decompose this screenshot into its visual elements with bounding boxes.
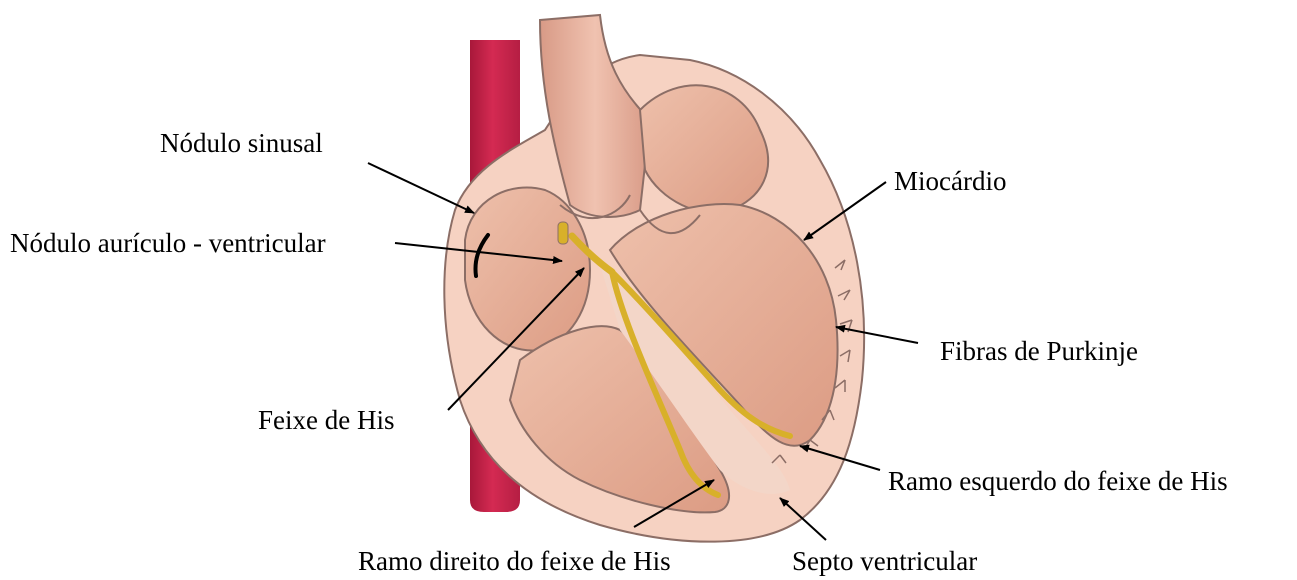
label-purkinje-fibers: Fibras de Purkinje bbox=[940, 338, 1138, 365]
label-myocardium: Miocárdio bbox=[894, 168, 1006, 195]
arrow-sinus-node bbox=[368, 163, 474, 213]
av-node bbox=[558, 222, 568, 244]
label-left-bundle-branch: Ramo esquerdo do feixe de His bbox=[888, 468, 1228, 495]
label-sinus-node: Nódulo sinusal bbox=[160, 130, 323, 157]
label-av-node: Nódulo aurículo - ventricular bbox=[10, 230, 326, 257]
label-ventricular-septum: Septo ventricular bbox=[792, 548, 977, 575]
label-bundle-of-his: Feixe de His bbox=[258, 407, 394, 434]
label-right-bundle-branch: Ramo direito do feixe de His bbox=[358, 548, 671, 575]
